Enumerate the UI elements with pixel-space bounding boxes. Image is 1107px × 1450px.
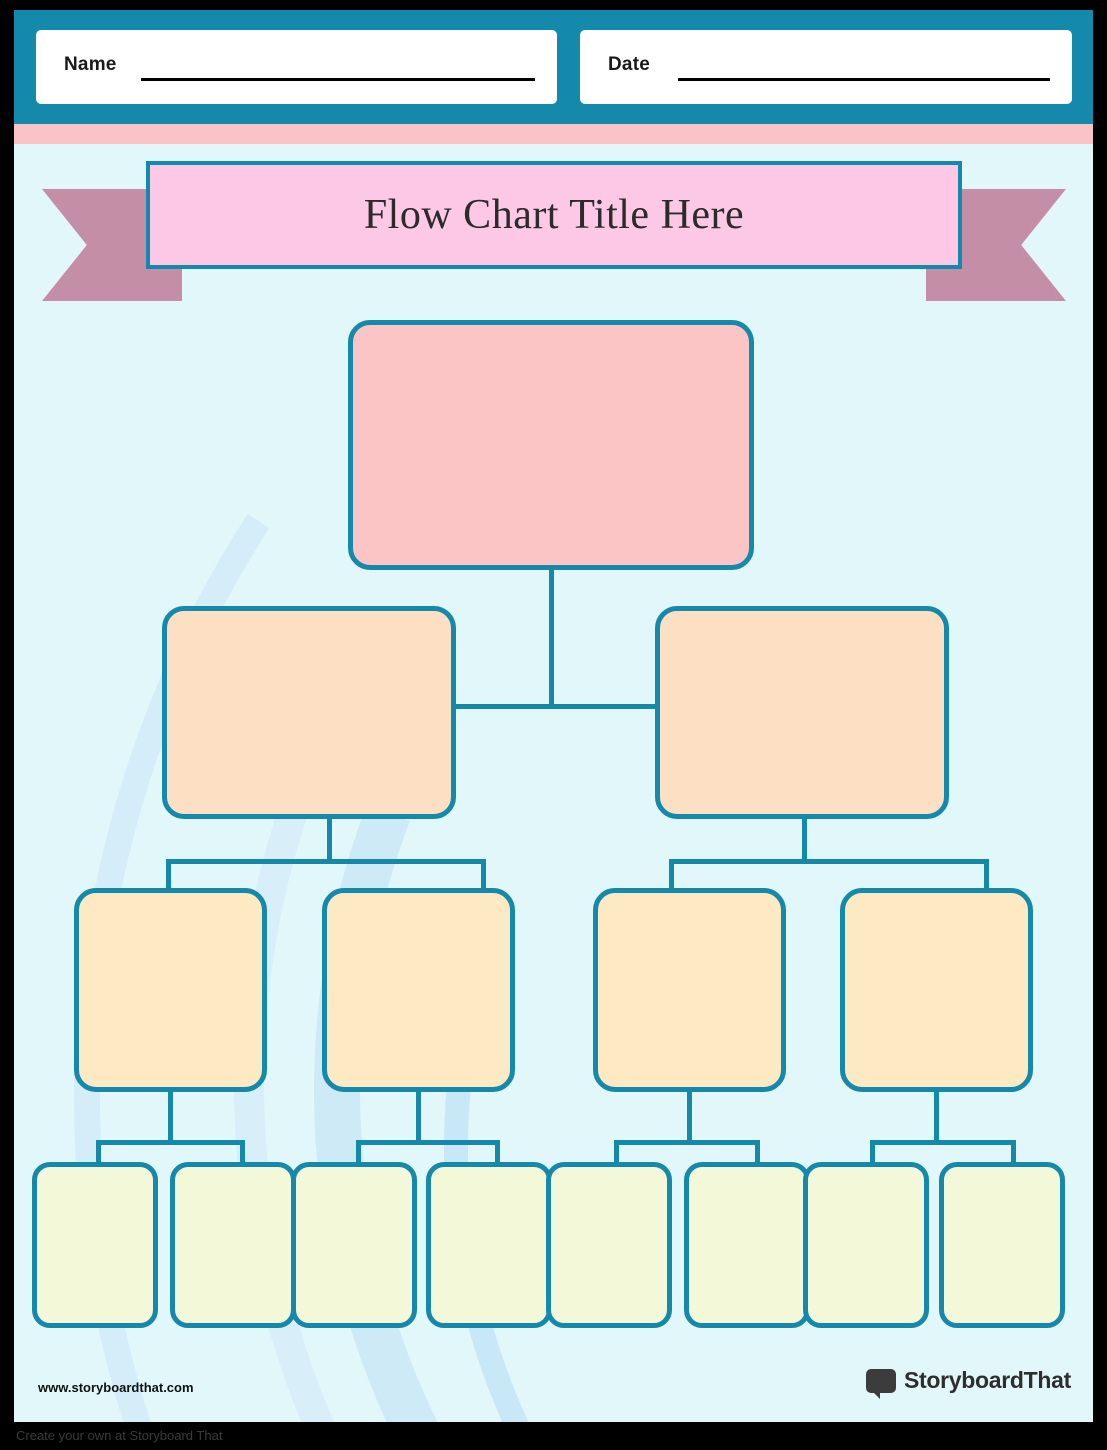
connector-l1b-left-drop <box>669 859 674 892</box>
connector-l2c-left-drop <box>614 1140 619 1164</box>
connector-l2a-down <box>168 1092 173 1140</box>
name-field[interactable]: Name <box>36 30 557 104</box>
connector-l2b-down <box>416 1092 421 1140</box>
title-ribbon: Flow Chart Title Here <box>42 161 1066 301</box>
ribbon-banner[interactable]: Flow Chart Title Here <box>146 161 962 269</box>
header-band: Name Date <box>14 10 1093 124</box>
connector-l1a-down <box>327 819 332 859</box>
worksheet-body: Flow Chart Title Here <box>14 144 1093 1422</box>
flow-node-level3-6[interactable] <box>684 1162 810 1328</box>
name-write-line[interactable] <box>141 78 535 81</box>
connector-l2a-left-drop <box>96 1140 101 1164</box>
connector-l1b-down <box>802 819 807 859</box>
connector-l2c-bus <box>614 1140 760 1145</box>
flow-node-level0-1[interactable] <box>348 320 754 570</box>
date-label: Date <box>608 54 650 75</box>
connector-l1b-bus <box>669 859 989 864</box>
connector-l0-bus <box>314 704 810 709</box>
footer-url[interactable]: www.storyboardthat.com <box>38 1380 194 1395</box>
flow-chart <box>14 144 1093 1422</box>
flow-node-level3-4[interactable] <box>426 1162 552 1328</box>
connector-l1a-left-drop <box>166 859 171 892</box>
pink-divider-strip <box>14 124 1093 144</box>
name-label: Name <box>64 54 117 75</box>
flow-node-level1-1[interactable] <box>162 606 456 819</box>
brand-logo: StoryboardThat <box>865 1367 1071 1399</box>
connector-l2a-right-drop <box>240 1140 245 1164</box>
connector-l2d-right-drop <box>1011 1140 1016 1164</box>
connector-l2b-bus <box>356 1140 500 1145</box>
connector-l0-down <box>549 570 554 704</box>
connector-l2a-bus <box>96 1140 245 1145</box>
connector-l1a-right-drop <box>481 859 486 892</box>
connector-l2d-down <box>934 1092 939 1140</box>
connector-l1b-right-drop <box>984 859 989 892</box>
flow-node-level3-7[interactable] <box>803 1162 929 1328</box>
speech-bubble-icon <box>865 1368 896 1399</box>
connector-l2c-right-drop <box>755 1140 760 1164</box>
brand-name: StoryboardThat <box>903 1367 1071 1393</box>
connector-l2b-right-drop <box>495 1140 500 1164</box>
flow-node-level3-3[interactable] <box>291 1162 417 1328</box>
worksheet-page: Name Date Flow Chart Title Here <box>14 10 1093 1422</box>
connector-l2d-bus <box>870 1140 1016 1145</box>
date-field[interactable]: Date <box>580 30 1072 104</box>
flow-node-level1-2[interactable] <box>655 606 949 819</box>
page-title: Flow Chart Title Here <box>363 192 745 238</box>
connector-l1a-bus <box>166 859 486 864</box>
flow-node-level2-1[interactable] <box>74 888 267 1092</box>
bottom-note: Create your own at Storyboard That <box>16 1428 223 1443</box>
flow-node-level3-1[interactable] <box>32 1162 158 1328</box>
flow-node-level2-2[interactable] <box>322 888 515 1092</box>
date-write-line[interactable] <box>678 78 1050 81</box>
flow-node-level2-4[interactable] <box>840 888 1033 1092</box>
flow-node-level3-2[interactable] <box>170 1162 296 1328</box>
connector-l2b-left-drop <box>356 1140 361 1164</box>
connector-l2d-left-drop <box>870 1140 875 1164</box>
flow-node-level3-5[interactable] <box>546 1162 672 1328</box>
flow-node-level3-8[interactable] <box>939 1162 1065 1328</box>
flow-node-level2-3[interactable] <box>593 888 786 1092</box>
connector-l2c-down <box>687 1092 692 1140</box>
